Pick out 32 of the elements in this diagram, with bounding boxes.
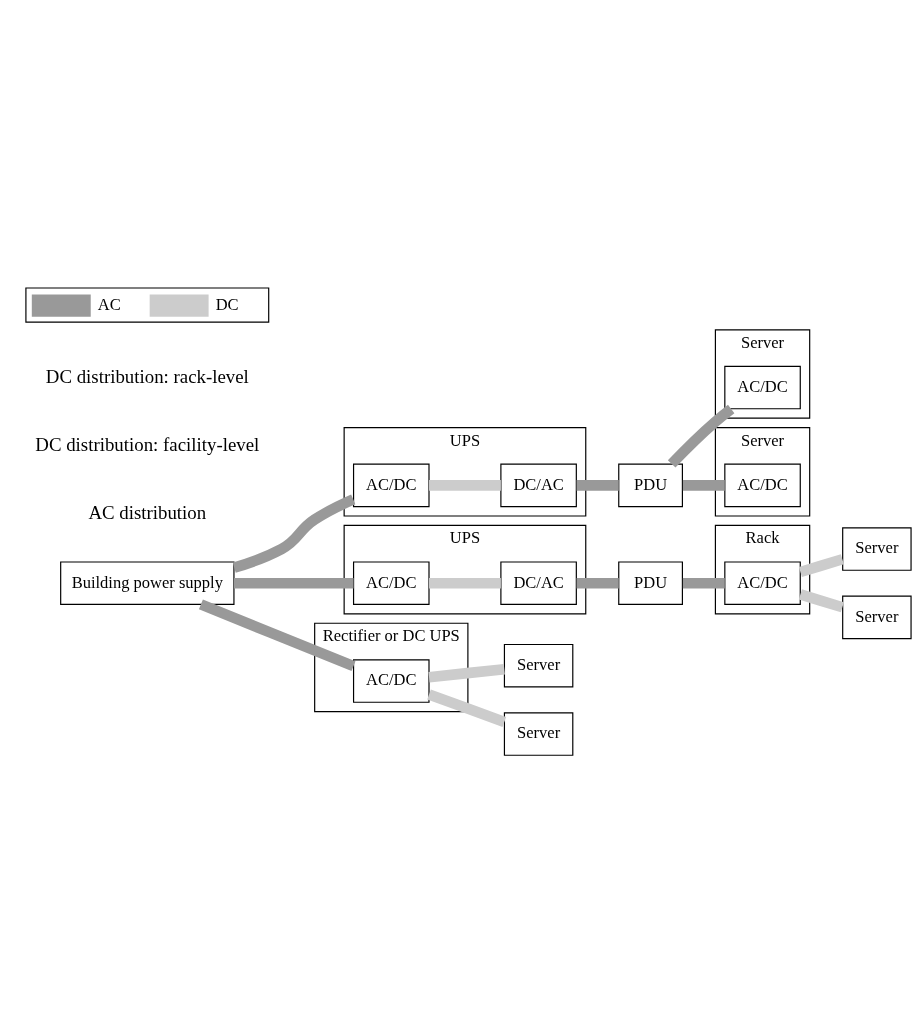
node-box: Server — [842, 527, 912, 571]
node-box: AC/DC — [724, 463, 801, 508]
connector — [682, 480, 725, 491]
node-box: Server — [842, 595, 912, 640]
connector — [427, 689, 507, 727]
node-box: PDU — [618, 561, 683, 605]
node-box: PDU — [618, 463, 683, 508]
node-box: AC/DC — [353, 561, 430, 605]
connector — [232, 494, 356, 573]
node-box: Server — [503, 712, 574, 756]
legend-label: DC — [215, 295, 239, 314]
node-box: Server — [503, 643, 574, 688]
connector — [429, 480, 501, 491]
label: DC distribution: facility-level — [35, 433, 260, 455]
connector — [667, 404, 735, 468]
connector — [429, 577, 501, 589]
node-box: DC/AC — [500, 561, 577, 605]
connector — [428, 663, 505, 683]
legend-label: AC — [97, 295, 121, 314]
label: DC distribution: rack-level — [45, 365, 249, 387]
node-box: AC/DC — [724, 561, 801, 605]
connector — [576, 577, 619, 589]
connector — [198, 599, 356, 672]
node-box: AC/DC — [353, 659, 430, 703]
node-box: Building power supply — [60, 561, 235, 605]
connector — [682, 577, 725, 589]
node-box: AC/DC — [353, 463, 430, 508]
node-box: AC/DC — [724, 365, 801, 410]
connector — [234, 577, 354, 589]
connector — [576, 480, 619, 491]
label: AC distribution — [88, 502, 207, 524]
node-box: DC/AC — [500, 463, 577, 508]
